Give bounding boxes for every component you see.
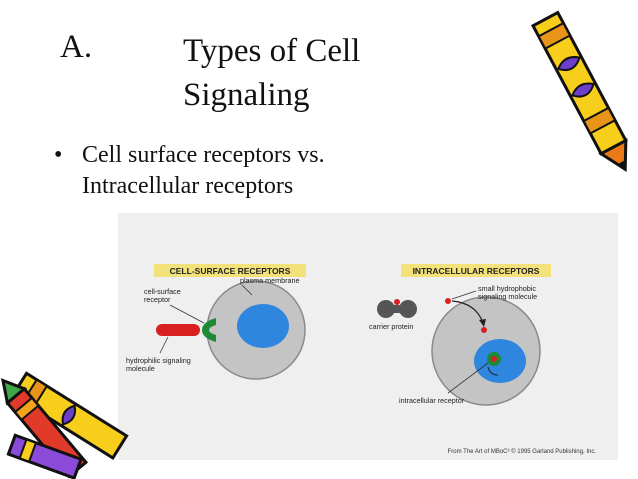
- bullet-item: • Cell surface receptors vs. Intracellul…: [54, 140, 402, 202]
- crayon-clipart-top: [530, 10, 628, 172]
- label-hydrophilic-1: hydrophilic signaling: [126, 356, 191, 365]
- label-cell-surface-receptor-2: receptor: [144, 295, 171, 304]
- figure-credit: From The Art of MBoC³ © 1995 Garland Pub…: [448, 448, 597, 455]
- hydrophobic-molecule-bound: [394, 299, 400, 305]
- cell-surface-receptor-shape: [202, 318, 216, 342]
- crayon-bottom-yellow: [10, 371, 129, 460]
- bullet-line-2: Intracellular receptors: [82, 173, 294, 200]
- right-header: INTRACELLULAR RECEPTORS: [413, 266, 540, 276]
- left-header: CELL-SURFACE RECEPTORS: [170, 266, 291, 276]
- carrier-protein-bridge: [386, 305, 408, 313]
- signaling-figure: CELL-SURFACE RECEPTORS INTRACELLULAR REC…: [118, 213, 618, 460]
- pointer-receptor: [169, 304, 205, 324]
- slide-title-line-1: Types of Cell: [183, 33, 361, 69]
- hydrophobic-molecule-inside: [481, 327, 487, 333]
- entry-arrowhead: [479, 319, 486, 327]
- hydrophilic-signal-molecule: [156, 324, 200, 336]
- slide-title: Types of Cell Signaling: [183, 30, 443, 117]
- crayon-top-body: [530, 10, 628, 172]
- label-intracellular-receptor: intracellular receptor: [399, 396, 465, 405]
- heading-letter: A.: [60, 29, 93, 65]
- receptor-bound-signal: [491, 356, 497, 362]
- label-plasma-membrane: plasma membrane: [240, 276, 300, 285]
- label-small-hydrophobic-2: signaling molecule: [478, 292, 537, 301]
- crayon-bottom-purple: [6, 433, 83, 479]
- receptor-to-nucleus-arrow: [487, 366, 499, 376]
- left-nucleus: [237, 304, 289, 348]
- pointer-small-hydrophobic: [451, 290, 477, 300]
- label-hydrophilic-2: molecule: [126, 364, 155, 373]
- right-header-band: [401, 264, 551, 277]
- pointer-intracellular-receptor: [447, 362, 489, 394]
- left-header-band: [154, 264, 306, 277]
- pointer-hydrophilic: [159, 336, 169, 354]
- bullet-dot: •: [54, 142, 63, 168]
- hydrophobic-molecule-free: [445, 298, 451, 304]
- pointer-membrane: [241, 284, 253, 296]
- label-small-hydrophobic-1: small hydrophobic: [478, 284, 536, 293]
- label-cell-surface-receptor-1: cell-surface: [144, 287, 181, 296]
- label-carrier-protein: carrier protein: [369, 322, 413, 331]
- bullet-line-1: Cell surface receptors vs.: [82, 142, 325, 168]
- crayon-clipart-bottom: [0, 371, 129, 479]
- slide-title-line-2: Signaling: [183, 76, 310, 113]
